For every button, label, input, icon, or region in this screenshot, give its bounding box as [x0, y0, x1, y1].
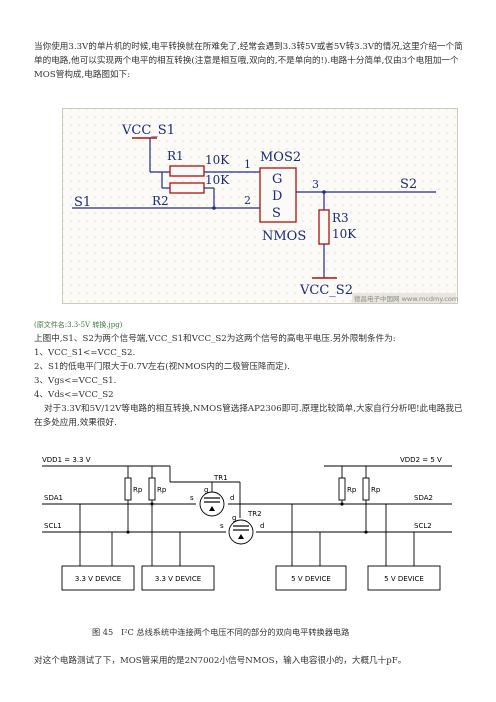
mos-label: MOS2: [260, 150, 301, 165]
vcc-s1-label: VCC_S1: [121, 123, 175, 138]
r3-label: R3: [332, 211, 349, 225]
rp2-resistor: [148, 477, 156, 501]
figure-2-title: I²C 总线系统中连接两个电压不同的部分的双向电平转换器电路: [121, 627, 350, 637]
tr2-gate-label: g: [232, 514, 236, 522]
tr1-circle: [199, 491, 225, 517]
rp3-resistor: [338, 477, 346, 501]
tr1-drain-label: d: [230, 494, 234, 502]
device-label-3: 5 V DEVICE: [291, 575, 331, 583]
source-pin-label: S: [272, 206, 281, 221]
vcc-s2-label: VCC_S2: [299, 283, 353, 298]
watermark-text: 德昌电子中国网 www.mcdmy.com: [354, 294, 458, 303]
i2c-level-shifter-schematic: VDD1 = 3.3 V VDD2 = 5 V Rp Rp Rp Rp SDA1…: [42, 456, 452, 591]
tr1-label: TR1: [213, 474, 228, 482]
figure-2-number: 图 45: [92, 627, 114, 637]
rp4-label: Rp: [371, 486, 381, 494]
rp3-label: Rp: [347, 486, 357, 494]
r2-label: R2: [152, 194, 169, 208]
resistor-r2: [169, 182, 205, 194]
junction-scl2: [364, 530, 368, 534]
pin-2-label: 2: [244, 194, 251, 207]
gate-pin-label: G: [272, 172, 282, 187]
condition-1: 1、VCC_S1<=VCC_S2.: [34, 348, 136, 358]
rp4-resistor: [362, 477, 370, 501]
junction-s2: [322, 190, 326, 194]
condition-3: 3、Vgs<=VCC_S1.: [34, 376, 117, 386]
s1-label: S1: [74, 195, 91, 210]
junction-scl1: [126, 530, 130, 534]
tr2-diode-icon: [238, 534, 244, 539]
nmos-label: NMOS: [262, 229, 306, 244]
device-label-2: 3.3 V DEVICE: [155, 575, 201, 583]
sda2-label: SDA2: [414, 494, 433, 502]
device-label-4: 5 V DEVICE: [384, 575, 424, 583]
vdd1-label: VDD1 = 3.3 V: [42, 456, 91, 464]
watermark-box: [352, 293, 456, 303]
tr1-gate-label: g: [204, 486, 208, 494]
r3-value: 10K: [332, 227, 357, 241]
pin-3-label: 3: [312, 178, 319, 191]
r2-value: 10K: [205, 173, 230, 187]
condition-2: 2、S1的低电平门限大于0.7V左右(视NMOS内的二极管压降而定).: [34, 362, 290, 372]
rp2-label: Rp: [157, 486, 167, 494]
tr2-label: TR2: [247, 510, 262, 518]
junction-s1: [212, 206, 216, 210]
tr1-diode-icon: [209, 506, 215, 511]
test-paragraph: 对这个电路测试了下，MOS管采用的是2N7002小信号NMOS，输入电容很小的，…: [34, 656, 407, 666]
figure-2-caption: 图 45 I²C 总线系统中连接两个电压不同的部分的双向电平转换器电路: [92, 626, 349, 638]
device-box-2: [141, 565, 215, 591]
device-box-3: [275, 565, 347, 591]
scl1-label: SCL1: [44, 522, 62, 530]
mos-level-shifter-schematic: VCC_S1 R1 10K 1 10K R2 S1 2 MOS2 G D S N…: [62, 108, 458, 304]
figure-1-caption: (原文件名:3.3-5V 转换.jpg): [34, 321, 123, 329]
tr1-source-label: s: [190, 494, 194, 502]
r1-value: 10K: [205, 153, 230, 167]
scl2-label: SCL2: [414, 522, 432, 530]
s2-label: S2: [400, 177, 417, 192]
tr2-source-label: s: [220, 522, 224, 530]
vdd2-label: VDD2 = 5 V: [400, 456, 442, 464]
resistor-r3: [318, 209, 330, 245]
application-paragraph: 对于3.3V和5V/12V等电路的相互转换,NMOS管选择AP2306即可.原理…: [34, 404, 463, 428]
mosfet-body: [259, 167, 297, 223]
condition-4: 4、Vds<=VCC_S2: [34, 390, 114, 400]
device-box-4: [367, 565, 441, 591]
junction-sda2: [340, 502, 344, 506]
r1-label: R1: [167, 149, 184, 163]
drain-pin-label: D: [272, 189, 282, 204]
resistor-r1: [169, 165, 205, 177]
sda1-label: SDA1: [44, 494, 63, 502]
tr2-drain-label: d: [260, 522, 264, 530]
pin-1-label: 1: [244, 158, 251, 171]
description-paragraph: 上图中,S1、S2为两个信号端,VCC_S1和VCC_S2为这两个信号的高电平电…: [34, 334, 396, 344]
schematic-border: [62, 108, 458, 304]
tr2-circle: [228, 519, 254, 545]
device-label-1: 3.3 V DEVICE: [75, 575, 121, 583]
rp1-label: Rp: [133, 486, 143, 494]
rp1-resistor: [124, 477, 132, 501]
device-box-1: [61, 565, 135, 591]
intro-paragraph: 当你使用3.3V的单片机的时候,电平转换就在所难免了,经常会遇到3.3转5V或者…: [34, 42, 463, 80]
